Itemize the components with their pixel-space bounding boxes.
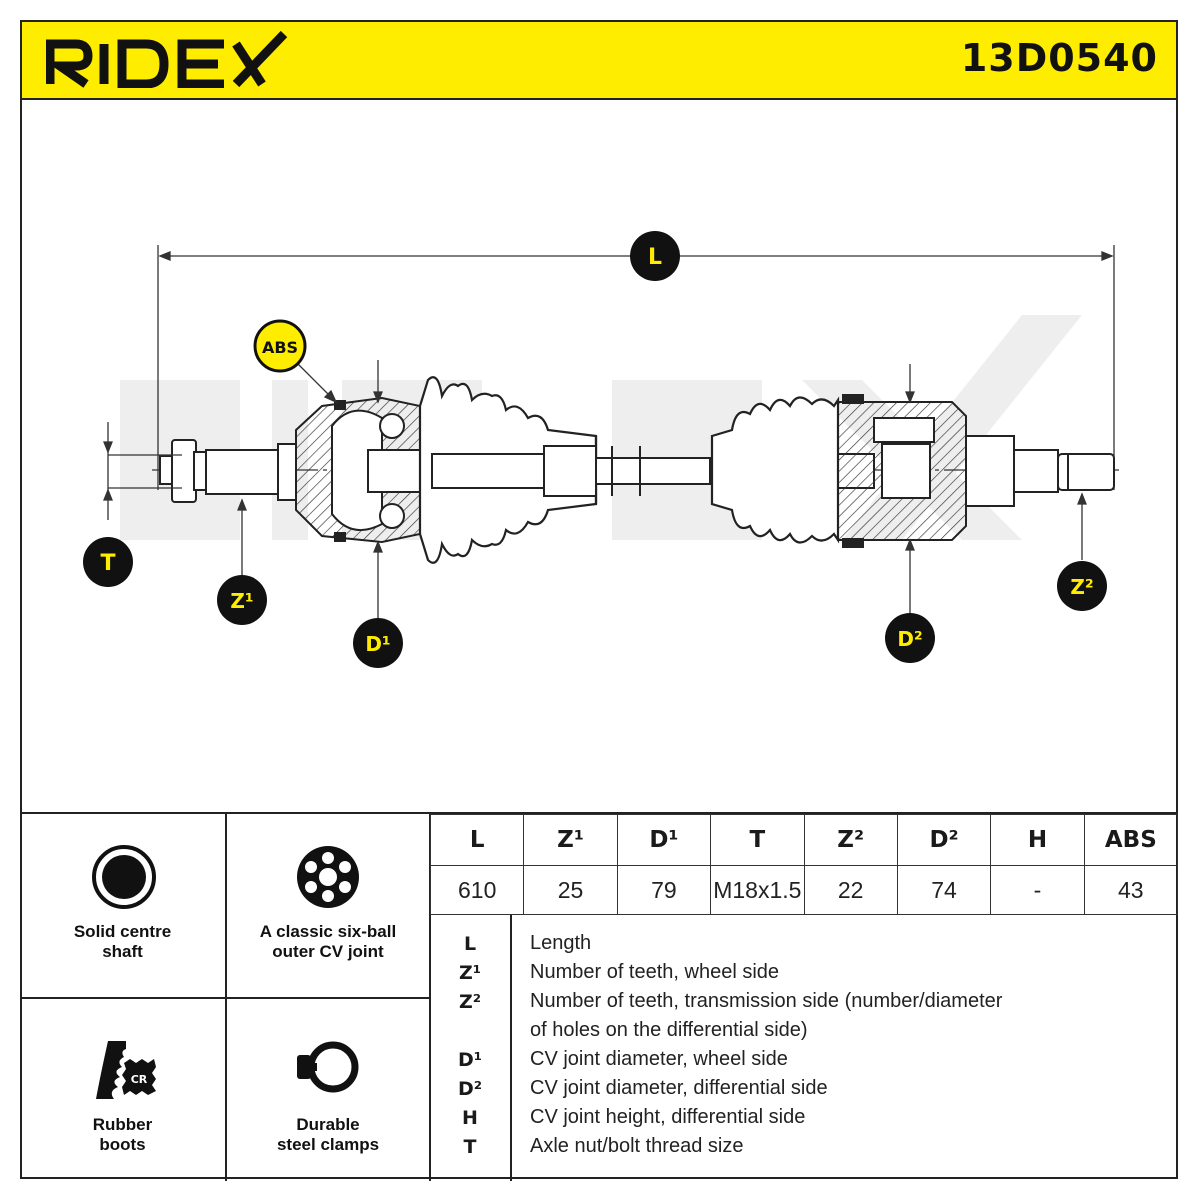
feature-rubber-boots-line2: boots [99, 1135, 146, 1154]
feature-six-ball-line1: A classic six-ball [259, 922, 397, 941]
part-number: 13D0540 [960, 36, 1158, 80]
spec-value-D2: 74 [896, 865, 992, 915]
header-bar: 13D0540 [20, 20, 1178, 100]
feature-steel-clamps-line2: steel clamps [276, 1135, 380, 1154]
legend-symbol: Z² [458, 991, 482, 1013]
spec-table: L Z¹ D¹ T Z² D² H ABS 610 25 79 M18x1.5 … [429, 814, 1179, 915]
badge-T-text: T [100, 551, 115, 576]
svg-text:CR: CR [131, 1073, 148, 1086]
spec-value-ABS: 43 [1083, 865, 1179, 915]
legend-symbol: D¹ [457, 1049, 483, 1071]
feature-divider-v2 [429, 814, 431, 1181]
legend-divider [510, 915, 512, 1181]
specs-section: Solid centre shaft A classic six-ball ou… [20, 812, 1179, 1181]
wheel-side-stub [159, 439, 297, 503]
legend-text: Length [530, 932, 592, 954]
transmission-side-stub [965, 435, 1115, 507]
spec-header-T: T [710, 814, 805, 866]
spec-header-Z1: Z¹ [523, 814, 618, 866]
spec-header-H: H [990, 814, 1085, 866]
spec-value-H: - [990, 865, 1085, 915]
legend-text: Axle nut/bolt thread size [530, 1135, 744, 1157]
feature-solid-shaft-line2: shaft [102, 942, 143, 961]
legend-text: CV joint diameter, wheel side [530, 1048, 788, 1070]
feature-six-ball-joint: A classic six-ball outer CV joint [227, 814, 429, 997]
badge-D1-text: D¹ [365, 632, 390, 656]
outer-cv-joint [295, 396, 433, 544]
feature-rubber-boots: CR Rubber boots [20, 999, 225, 1181]
spec-header-row: L Z¹ D¹ T Z² D² H ABS [429, 814, 1179, 866]
feature-steel-clamps: Durable steel clamps [227, 999, 429, 1181]
leader-lines [103, 360, 1087, 618]
legend-symbol: L [463, 933, 477, 955]
drive-shaft-drawing: L ABS T Z¹ D¹ D² Z² [22, 100, 1176, 812]
ridex-logo-graphic [45, 30, 288, 89]
badge-D2: D² [885, 613, 935, 663]
spec-header-ABS: ABS [1083, 814, 1179, 866]
badge-Z2: Z² [1057, 561, 1107, 611]
feature-rubber-boots-line1: Rubber [92, 1115, 153, 1134]
badge-L: L [630, 231, 680, 281]
legend-text: CV joint diameter, differential side [530, 1077, 828, 1099]
spec-header-D1: D¹ [616, 814, 712, 866]
badge-L-text: L [648, 245, 662, 270]
badge-Z1: Z¹ [217, 575, 267, 625]
spec-header-D2: D² [896, 814, 992, 866]
spec-value-Z1: 25 [523, 865, 618, 915]
legend-symbol: H [462, 1107, 478, 1129]
legend-symbol: Z¹ [458, 962, 482, 984]
legend-text: CV joint height, differential side [530, 1106, 806, 1128]
spec-header-L: L [429, 814, 525, 866]
spec-value-D1: 79 [616, 865, 712, 915]
inner-cv-joint [837, 394, 967, 548]
legend-text: Number of teeth, wheel side [530, 961, 780, 983]
badge-ABS-text: ABS [262, 338, 298, 357]
rubber-boot-cr-icon: CR [96, 1041, 156, 1099]
badge-T: T [83, 537, 133, 587]
drive-shaft-svg: L ABS T Z¹ D¹ D² Z² [83, 231, 1122, 668]
spec-value-Z2: 22 [803, 865, 898, 915]
badge-D1: D¹ [353, 618, 403, 668]
feature-solid-shaft: Solid centre shaft [20, 814, 225, 997]
spec-value-T: M18x1.5 [710, 865, 805, 915]
feature-solid-shaft-line1: Solid centre [73, 922, 172, 941]
ridex-logo [45, 30, 296, 93]
feature-steel-clamps-line1: Durable [296, 1115, 360, 1134]
steel-clamp-icon [297, 1041, 359, 1093]
legend-symbol: D² [457, 1078, 483, 1100]
outer-frame [20, 20, 1178, 1179]
badge-ABS: ABS [253, 319, 307, 373]
legend-text: Number of teeth, transmission side (numb… [530, 990, 1003, 1012]
solid-shaft-icon [92, 845, 156, 909]
spec-value-row: 610 25 79 M18x1.5 22 74 - 43 [429, 865, 1179, 915]
feature-six-ball-line2: outer CV joint [272, 942, 384, 961]
legend-symbol: T [463, 1136, 477, 1158]
badge-Z2-text: Z² [1070, 575, 1093, 599]
badge-D2-text: D² [897, 627, 922, 651]
legend: L Length Z¹ Number of teeth, wheel side … [430, 915, 1178, 1181]
badge-Z1-text: Z¹ [230, 589, 253, 613]
spec-header-Z2: Z² [803, 814, 898, 866]
feature-divider-h [20, 997, 430, 999]
six-ball-joint-icon [297, 846, 359, 908]
legend-text: of holes on the differential side) [530, 1019, 808, 1041]
spec-value-L: 610 [429, 865, 525, 915]
